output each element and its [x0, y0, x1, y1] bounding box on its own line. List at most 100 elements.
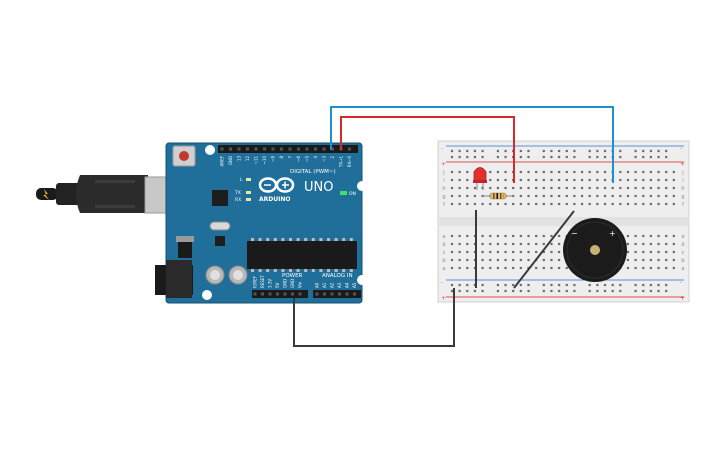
breadboard-hole[interactable]	[481, 202, 484, 206]
breadboard-hole[interactable]	[535, 186, 538, 190]
breadboard-hole[interactable]	[642, 202, 645, 206]
breadboard-hole[interactable]	[573, 170, 576, 174]
rail-hole[interactable]	[573, 155, 576, 159]
breadboard-hole[interactable]	[496, 170, 499, 174]
rail-hole[interactable]	[596, 149, 599, 153]
digital-header-right[interactable]	[298, 145, 358, 153]
rail-hole[interactable]	[657, 155, 660, 159]
rail-hole[interactable]	[466, 149, 469, 153]
breadboard-hole[interactable]	[580, 178, 584, 182]
rail-hole[interactable]	[481, 149, 484, 153]
buzzer-ground-jumper[interactable]	[513, 210, 575, 289]
rail-hole[interactable]	[573, 283, 576, 287]
header-pin-hole[interactable]	[261, 292, 264, 296]
breadboard-hole[interactable]	[657, 258, 660, 262]
breadboard-hole[interactable]	[496, 242, 499, 246]
breadboard-hole[interactable]	[558, 258, 561, 262]
breadboard-hole[interactable]	[519, 234, 522, 238]
breadboard-hole[interactable]	[519, 242, 522, 246]
rail-hole[interactable]	[588, 283, 591, 287]
header-pin-hole[interactable]	[271, 147, 275, 151]
breadboard-hole[interactable]	[458, 234, 461, 238]
power-header[interactable]	[252, 290, 308, 298]
rail-hole[interactable]	[634, 155, 637, 159]
rail-hole[interactable]	[558, 149, 561, 153]
header-pin-hole[interactable]	[268, 292, 272, 296]
breadboard-hole[interactable]	[665, 242, 668, 246]
rail-hole[interactable]	[481, 155, 484, 159]
rail-hole[interactable]	[565, 283, 568, 287]
breadboard-hole[interactable]	[458, 194, 461, 198]
breadboard-hole[interactable]	[672, 258, 675, 262]
breadboard-hole[interactable]	[634, 194, 637, 198]
breadboard-hole[interactable]	[519, 178, 522, 182]
breadboard-hole[interactable]	[496, 258, 499, 262]
rail-hole[interactable]	[550, 149, 553, 153]
breadboard-hole[interactable]	[542, 178, 545, 182]
breadboard-hole[interactable]	[657, 178, 660, 182]
breadboard-hole[interactable]	[565, 266, 568, 270]
breadboard-hole[interactable]	[496, 186, 499, 190]
breadboard-hole[interactable]	[558, 178, 561, 182]
breadboard-hole[interactable]	[458, 242, 461, 246]
breadboard-hole[interactable]	[473, 234, 477, 238]
rail-hole[interactable]	[665, 289, 668, 293]
breadboard-hole[interactable]	[542, 242, 545, 246]
breadboard-hole[interactable]	[588, 194, 591, 198]
breadboard-hole[interactable]	[603, 186, 607, 190]
rail-hole[interactable]	[649, 149, 652, 153]
breadboard-hole[interactable]	[626, 266, 630, 270]
rail-hole[interactable]	[619, 149, 622, 153]
breadboard-hole[interactable]	[542, 170, 545, 174]
breadboard-hole[interactable]	[649, 170, 652, 174]
breadboard-hole[interactable]	[558, 194, 561, 198]
breadboard-hole[interactable]	[626, 186, 630, 190]
breadboard-hole[interactable]	[649, 234, 652, 238]
rail-hole[interactable]	[596, 283, 599, 287]
breadboard-hole[interactable]	[573, 194, 576, 198]
reset-button-cap[interactable]	[179, 151, 189, 161]
breadboard-hole[interactable]	[519, 202, 522, 206]
breadboard-hole[interactable]	[519, 250, 522, 254]
rail-hole[interactable]	[496, 289, 499, 293]
rail-hole[interactable]	[596, 289, 599, 293]
header-pin-hole[interactable]	[263, 147, 266, 151]
breadboard-hole[interactable]	[580, 170, 584, 174]
breadboard-hole[interactable]	[512, 266, 515, 270]
breadboard-hole[interactable]	[558, 202, 561, 206]
breadboard-hole[interactable]	[504, 178, 507, 182]
header-pin-hole[interactable]	[348, 147, 351, 151]
rail-hole[interactable]	[565, 289, 568, 293]
breadboard-hole[interactable]	[542, 202, 545, 206]
breadboard-hole[interactable]	[473, 258, 477, 262]
rail-hole[interactable]	[665, 283, 668, 287]
breadboard-hole[interactable]	[458, 202, 461, 206]
header-pin-hole[interactable]	[314, 147, 317, 151]
rail-hole[interactable]	[542, 283, 545, 287]
breadboard-hole[interactable]	[642, 250, 645, 254]
rail-hole[interactable]	[565, 149, 568, 153]
breadboard-hole[interactable]	[504, 170, 507, 174]
rail-hole[interactable]	[642, 289, 645, 293]
header-pin-hole[interactable]	[220, 147, 224, 151]
rail-hole[interactable]	[603, 289, 607, 293]
breadboard-hole[interactable]	[603, 170, 607, 174]
breadboard-hole[interactable]	[527, 170, 530, 174]
breadboard-hole[interactable]	[450, 258, 454, 262]
rail-hole[interactable]	[611, 283, 614, 287]
breadboard-hole[interactable]	[642, 258, 645, 262]
breadboard-hole[interactable]	[527, 258, 530, 262]
header-pin-hole[interactable]	[353, 292, 356, 296]
breadboard-hole[interactable]	[450, 250, 454, 254]
header-pin-hole[interactable]	[246, 147, 249, 151]
breadboard-hole[interactable]	[550, 186, 553, 190]
digital-header-left[interactable]	[218, 145, 298, 153]
breadboard-hole[interactable]	[642, 178, 645, 182]
breadboard-hole[interactable]	[657, 242, 660, 246]
rail-hole[interactable]	[573, 149, 576, 153]
breadboard-hole[interactable]	[657, 170, 660, 174]
rail-hole[interactable]	[473, 283, 477, 287]
breadboard-hole[interactable]	[550, 250, 553, 254]
breadboard-hole[interactable]	[466, 178, 469, 182]
